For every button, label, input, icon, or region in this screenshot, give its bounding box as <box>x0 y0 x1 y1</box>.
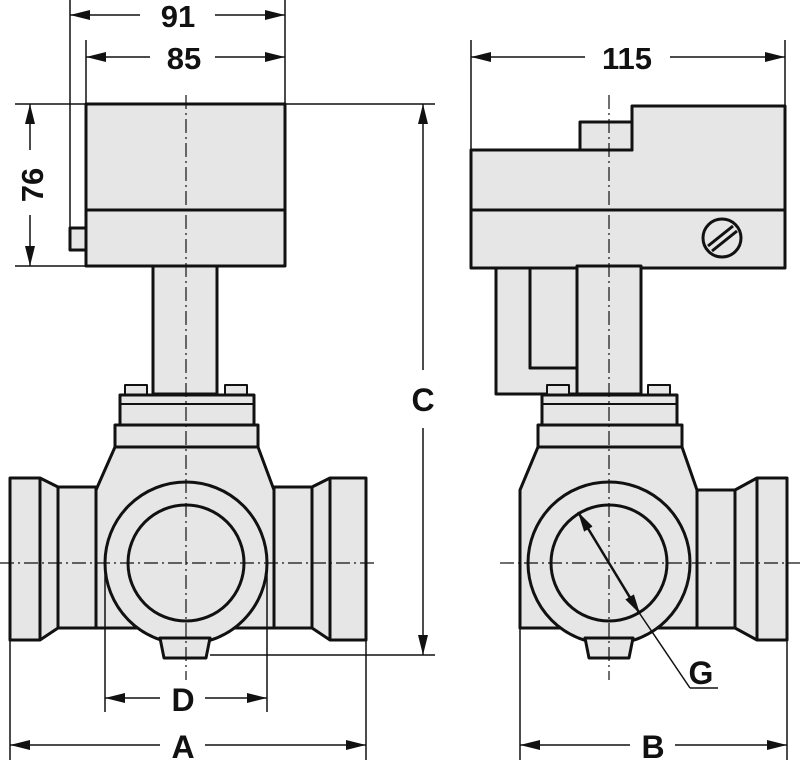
dim-115-label: 115 <box>602 41 652 76</box>
front-flange <box>113 393 260 449</box>
side-flange <box>536 393 684 449</box>
front-actuator <box>68 102 287 268</box>
side-view <box>469 95 800 680</box>
side-actuator <box>469 104 787 270</box>
front-stem <box>151 264 219 396</box>
side-right-port <box>695 476 789 642</box>
front-right-port <box>272 476 368 642</box>
label-G: G <box>689 655 714 691</box>
side-bracket <box>494 266 579 396</box>
label-B: B <box>641 729 664 763</box>
dim-85-label: 85 <box>167 41 201 76</box>
dim-76-label: 76 <box>15 168 50 202</box>
front-view <box>0 95 375 680</box>
label-D: D <box>171 682 194 718</box>
front-drain <box>158 636 212 660</box>
dimension-lines <box>9 0 788 760</box>
dim-91-label: 91 <box>161 0 195 34</box>
label-A: A <box>171 729 194 763</box>
dimension-labels: 91 85 76 115 C D A B G <box>15 0 713 763</box>
label-C: C <box>411 382 434 418</box>
front-left-port <box>8 476 98 642</box>
